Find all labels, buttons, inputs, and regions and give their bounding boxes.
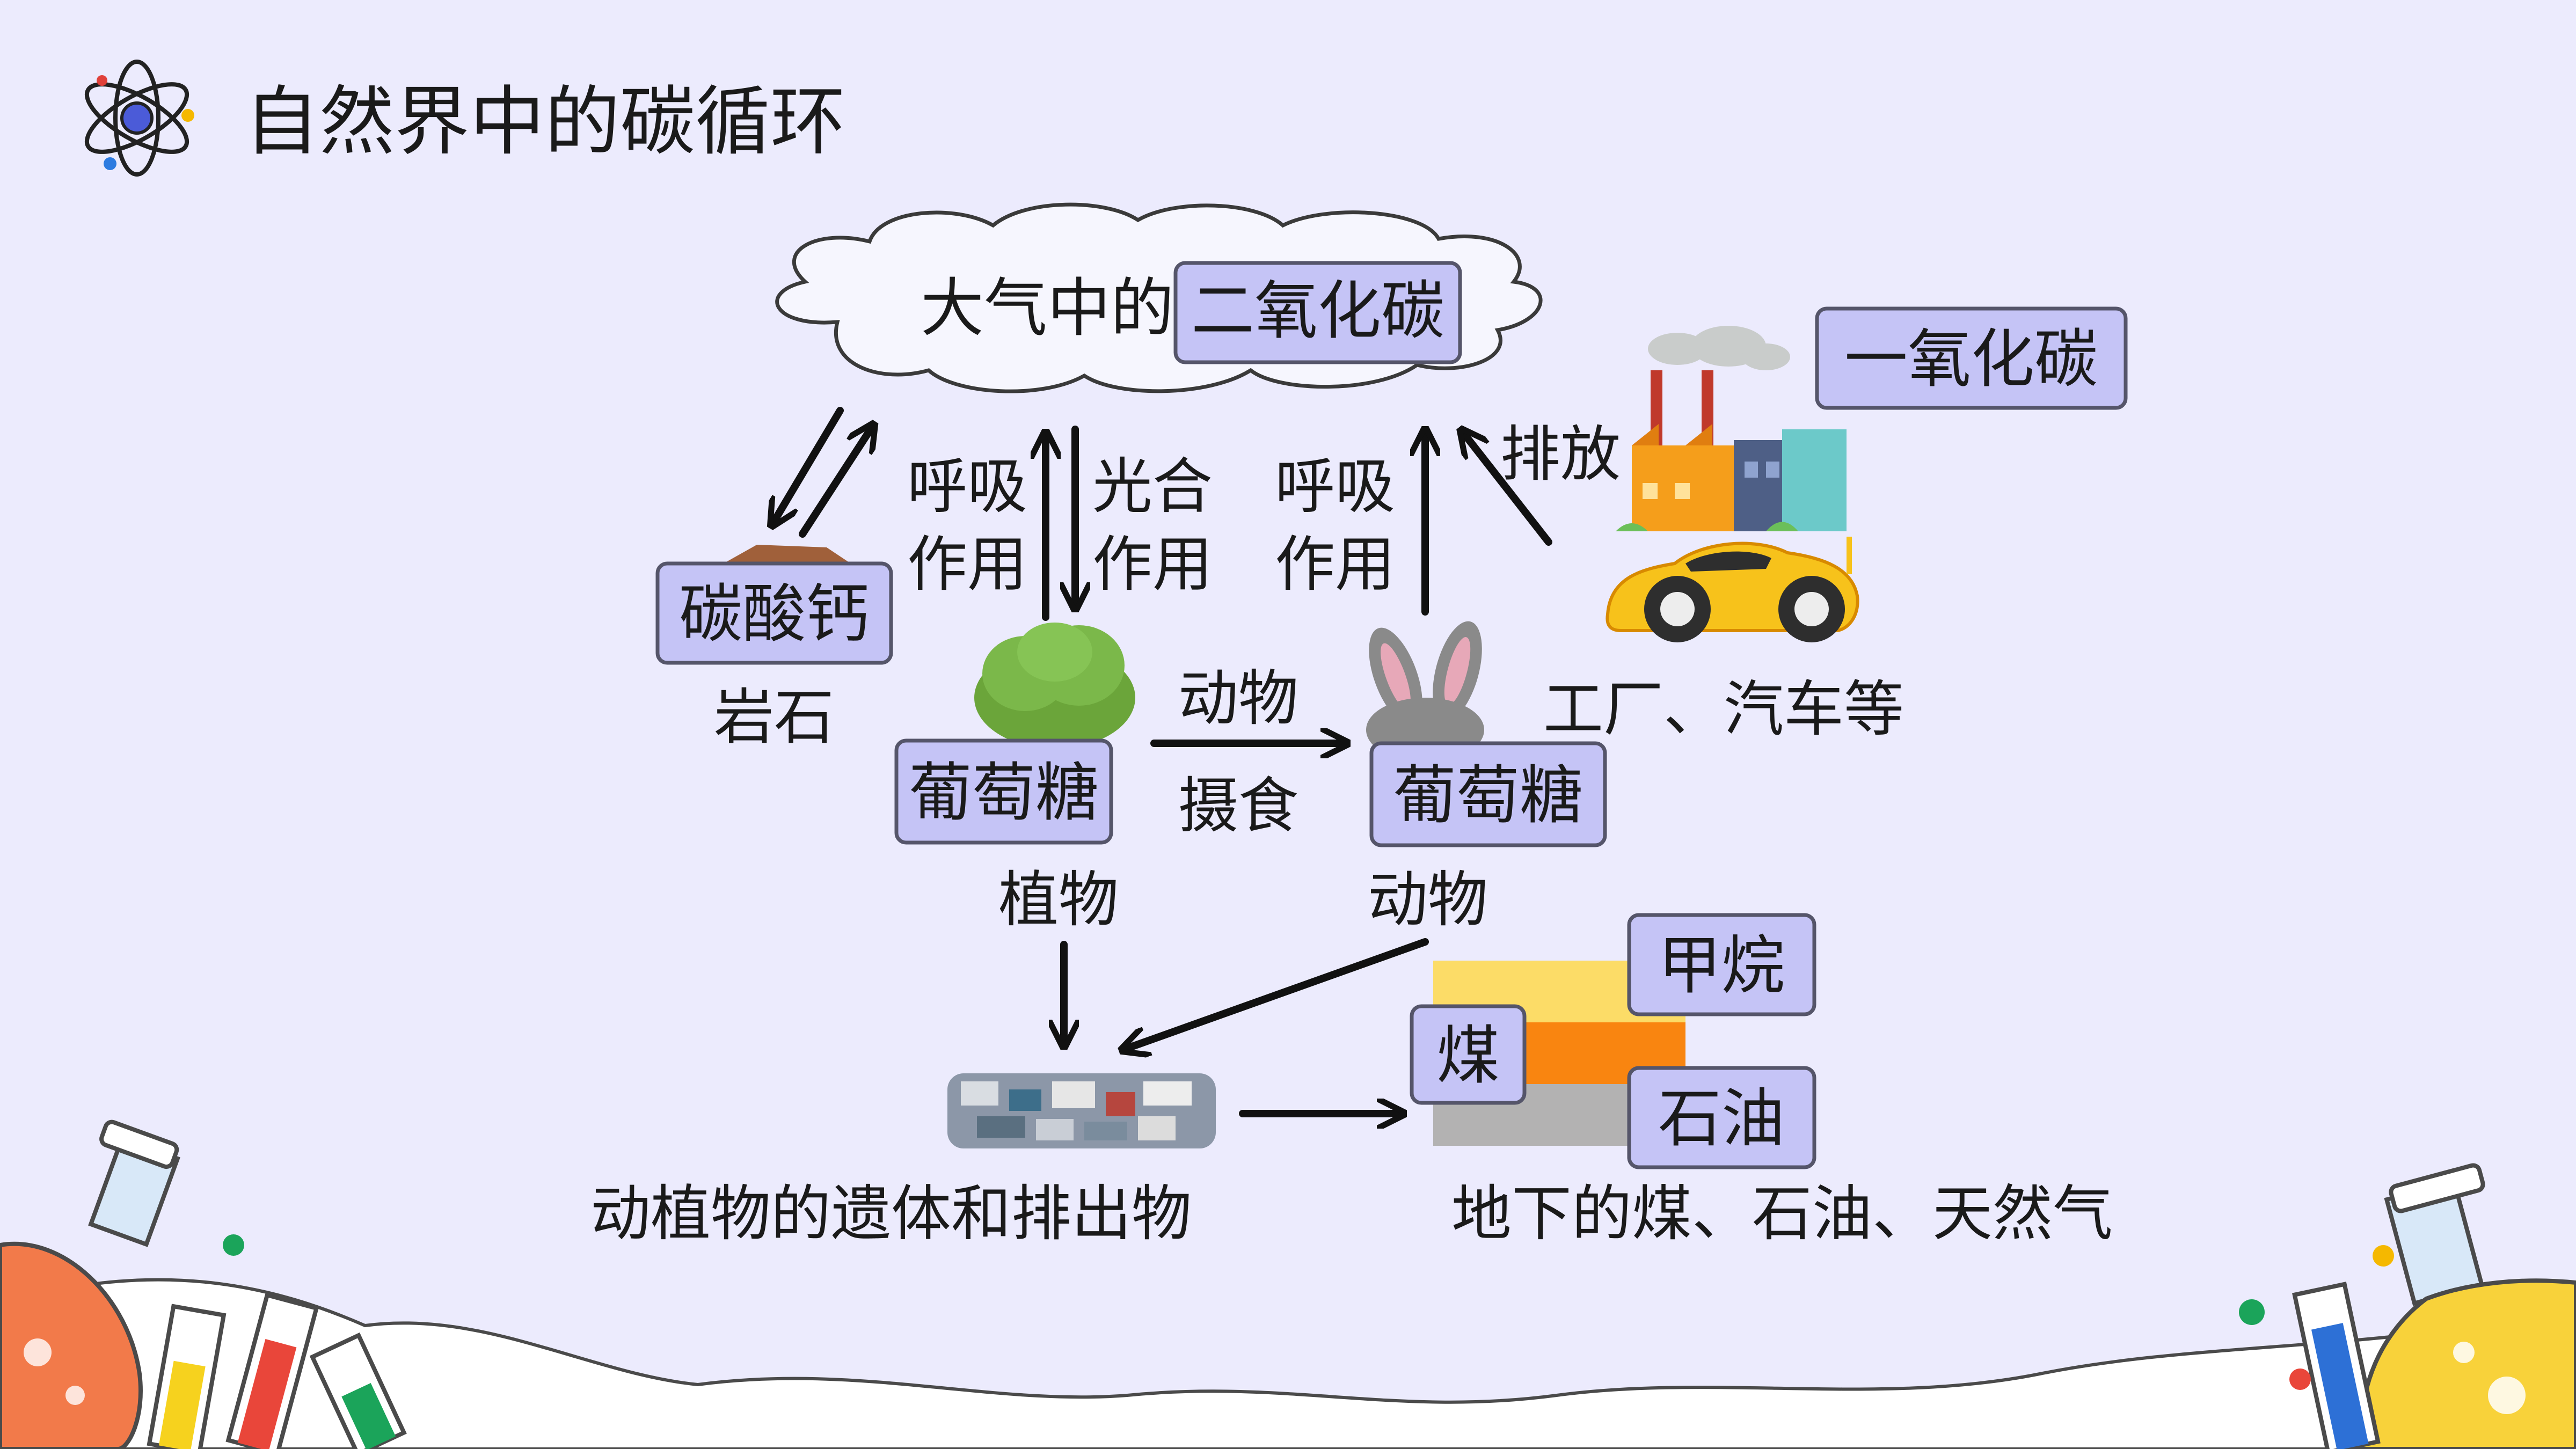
feeding-line1: 动物 <box>1178 664 1298 734</box>
emission-label: 排放 <box>1500 420 1621 489</box>
atmosphere-text: 大气中的 <box>921 271 1174 345</box>
co-label: 一氧化碳 <box>1844 322 2098 396</box>
animal-glucose-label: 葡萄糖 <box>1393 758 1583 832</box>
photosynthesis-line1: 光合 <box>1092 452 1213 522</box>
co2-label: 二氧化碳 <box>1191 274 1444 348</box>
oil-label: 石油 <box>1658 1081 1785 1155</box>
arrow-rock-to-atmosphere <box>799 427 872 538</box>
arrow-animal-to-remains <box>1125 938 1429 1049</box>
animal-label: 动物 <box>1368 865 1488 935</box>
respiration-left-line2: 作用 <box>907 530 1027 599</box>
left-flask-illustration <box>0 1119 407 1449</box>
bottom-cloud-decoration <box>0 1278 2576 1449</box>
animal-glucose-box <box>1369 741 1607 847</box>
photosynthesis-line2: 作用 <box>1092 530 1213 599</box>
plant-illustration <box>974 623 1135 749</box>
plant-label: 植物 <box>998 865 1119 935</box>
remains-illustration <box>947 1073 1216 1148</box>
coal-label: 煤 <box>1436 1019 1500 1093</box>
calcium-carbonate-label: 碳酸钙 <box>679 577 869 651</box>
rock-label: 岩石 <box>714 683 834 752</box>
atom-icon <box>84 60 194 177</box>
methane-box <box>1627 913 1816 1016</box>
arrow-atmosphere-to-rock <box>773 407 844 523</box>
factory-label: 工厂、汽车等 <box>1543 675 1904 744</box>
oil-box <box>1627 1066 1816 1169</box>
factory-illustration <box>1616 326 1847 531</box>
respiration-right-line1: 呼吸 <box>1275 452 1395 522</box>
co2-box <box>1173 261 1462 364</box>
arrow-emission <box>1463 432 1552 546</box>
co-box <box>1815 306 2128 410</box>
feeding-line2: 摄食 <box>1178 771 1298 841</box>
fossil-label: 地下的煤、石油、天然气 <box>1451 1179 2113 1249</box>
car-illustration <box>1606 537 1859 642</box>
respiration-right-line2: 作用 <box>1275 530 1395 599</box>
respiration-left-line1: 呼吸 <box>907 452 1027 522</box>
rabbit-illustration <box>1366 621 1484 762</box>
calcium-carbonate-box <box>655 561 893 665</box>
plant-glucose-label: 葡萄糖 <box>909 756 1099 830</box>
coal-box <box>1410 1004 1527 1105</box>
page-title: 自然界中的碳循环 <box>244 78 845 166</box>
right-flask-illustration <box>2239 1163 2576 1449</box>
plant-glucose-box <box>894 738 1113 845</box>
methane-label: 甲烷 <box>1658 928 1785 1002</box>
remains-label: 动植物的遗体和排出物 <box>590 1179 1192 1249</box>
